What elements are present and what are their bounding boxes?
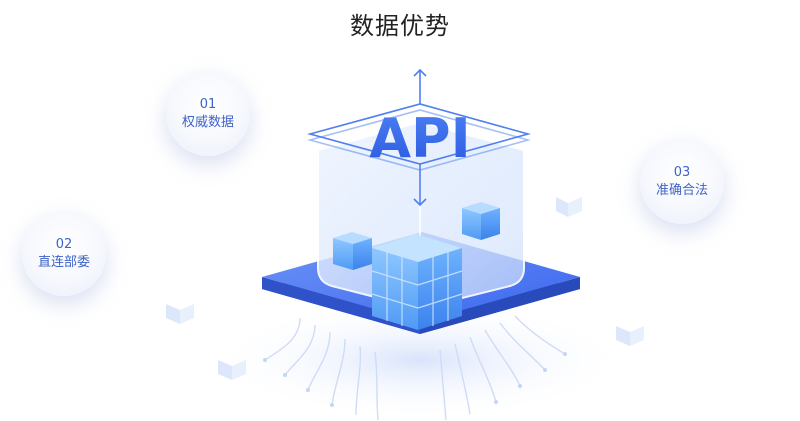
section-title: 数据优势 — [350, 12, 450, 40]
large-cube — [371, 234, 463, 330]
decor-chevron-3 — [218, 360, 246, 380]
api-label: API — [369, 107, 470, 170]
circuit-traces — [264, 315, 566, 421]
decor-chevron-1 — [556, 197, 582, 217]
feature-badge-authoritative-data: 01 权威数据 — [166, 72, 250, 156]
wireframe-frame — [306, 68, 531, 207]
feature-number: 01 — [199, 97, 217, 112]
feature-label: 直连部委 — [37, 255, 90, 270]
feature-number: 03 — [673, 165, 691, 180]
feature-label: 准确合法 — [655, 183, 708, 198]
feature-badge-direct-ministry: 02 直连部委 — [22, 212, 106, 296]
circuit-nodes — [263, 352, 567, 407]
feature-badge-accurate-legal: 03 准确合法 — [640, 140, 724, 224]
decor-chevron-4 — [616, 326, 644, 346]
small-cube-right — [462, 202, 500, 240]
chip-plate-front-right — [420, 277, 580, 334]
feature-number: 02 — [55, 237, 73, 252]
decor-chevron-2 — [166, 304, 194, 324]
small-cube-left — [333, 232, 372, 270]
feature-label: 权威数据 — [181, 115, 234, 130]
chip-plate-front-left — [262, 277, 420, 334]
